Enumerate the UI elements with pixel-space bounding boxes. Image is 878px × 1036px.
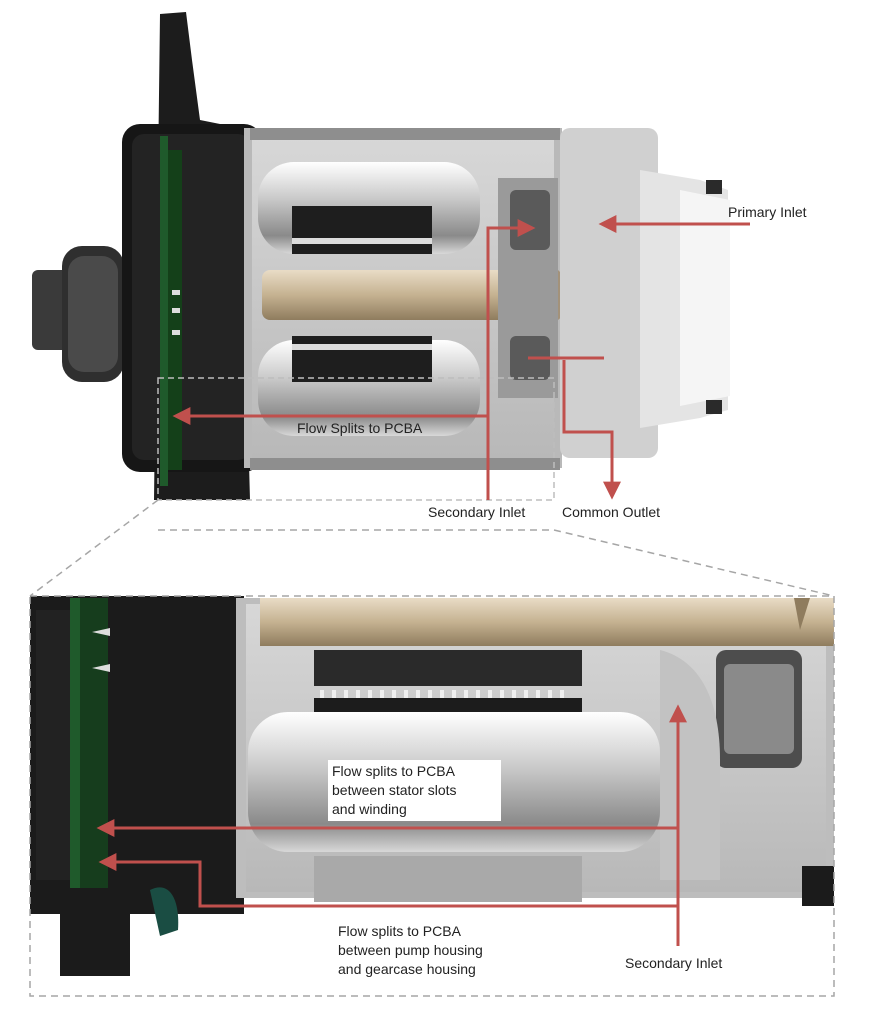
- zoom-guide-lines: [29, 499, 835, 597]
- housing-gap-flow-arrow: [98, 853, 678, 908]
- top-pump-assembly: [32, 12, 730, 500]
- stator-slot-flow-label: Flow splits to PCBA between stator slots…: [328, 760, 501, 821]
- housing-label-line-1: Flow splits to PCBA: [338, 923, 461, 939]
- stator-winding-upper: [258, 162, 480, 254]
- secondary-inlet-label: Secondary Inlet: [428, 504, 526, 520]
- stator-label-line-3: and winding: [332, 801, 407, 817]
- housing-gap-flow-label: Flow splits to PCBA between pump housing…: [338, 922, 483, 979]
- pcba-board: [160, 136, 182, 486]
- stator-winding-lower: [258, 336, 480, 436]
- primary-inlet-label: Primary Inlet: [728, 204, 807, 220]
- common-outlet-label: Common Outlet: [562, 504, 661, 520]
- common-outlet-arrow: [562, 360, 621, 500]
- flow-splits-label: Flow Splits to PCBA: [297, 420, 423, 436]
- electronics-cover: [122, 12, 262, 500]
- housing-label-line-2: between pump housing: [338, 942, 483, 958]
- top-flow-arrows: [172, 215, 750, 500]
- detail-secondary-inlet-label: Secondary Inlet: [625, 955, 723, 971]
- housing-label-line-3: and gearcase housing: [338, 961, 476, 977]
- detail-rotor-shaft: [260, 598, 834, 646]
- secondary-inlet-arrow: [486, 219, 536, 500]
- detail-view-frame: [29, 595, 835, 997]
- detail-pcba-board: [70, 598, 80, 888]
- detail-flow-arrows: [96, 704, 687, 946]
- zoom-region-outline: [157, 377, 555, 501]
- electrical-connector: [32, 246, 124, 382]
- stator-label-line-2: between stator slots: [332, 782, 457, 798]
- stator-label-line-1: Flow splits to PCBA: [332, 763, 455, 779]
- inlet-housing: [560, 128, 730, 458]
